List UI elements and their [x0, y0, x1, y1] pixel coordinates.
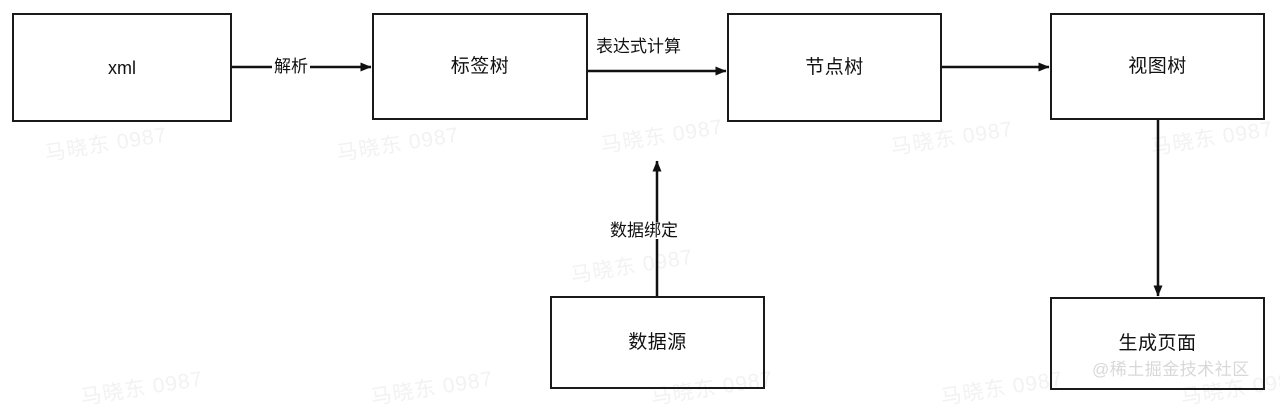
node-view-tree-label: 视图树 — [1128, 56, 1187, 77]
edge-label-data-binding: 数据绑定 — [608, 221, 680, 240]
edge-label-parse: 解析 — [272, 57, 310, 76]
node-data-source[interactable]: 数据源 — [550, 296, 765, 389]
node-tag-tree-label: 标签树 — [450, 56, 510, 77]
node-view-tree[interactable]: 视图树 — [1050, 13, 1265, 120]
node-generate-page-label: 生成页面 — [1118, 333, 1197, 354]
brand-watermark: @稀土掘金技术社区 — [1092, 360, 1250, 379]
node-generate-page[interactable]: 生成页面 — [1050, 297, 1265, 390]
node-xml[interactable]: xml — [12, 13, 232, 122]
node-tag-tree[interactable]: 标签树 — [372, 13, 588, 120]
node-node-tree-label: 节点树 — [805, 57, 864, 78]
edge-label-expression-calculation: 表达式计算 — [594, 37, 683, 56]
node-data-source-label: 数据源 — [628, 332, 687, 353]
node-xml-label: xml — [108, 57, 136, 78]
node-node-tree[interactable]: 节点树 — [727, 13, 942, 122]
